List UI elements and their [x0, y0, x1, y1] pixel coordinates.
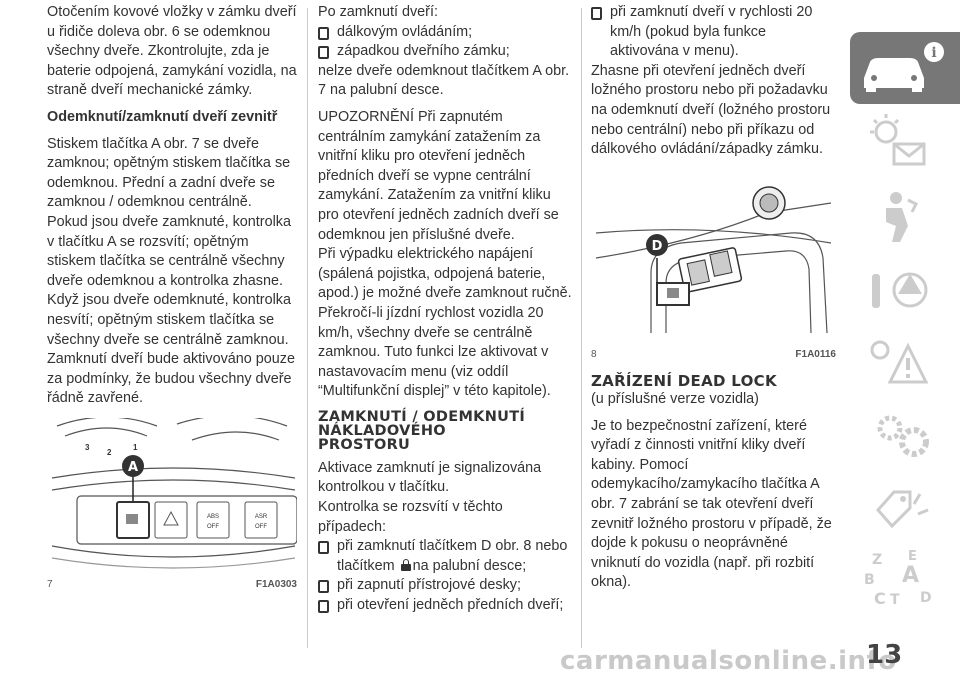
tab-emergency[interactable] [850, 326, 960, 398]
button-label: ASR [255, 514, 268, 520]
page-number: 13 [866, 640, 903, 670]
dashboard-illustration: 3 2 1 A ABS OFF ASR OFF [51, 418, 297, 569]
bullet-item: při zamknutí dveří v rychlosti 20 km/h (… [591, 3, 836, 62]
figure-number: 7 [47, 579, 53, 590]
warning-paragraph: UPOZORNĚNÍ Při zapnutém centrálním zamyk… [318, 108, 559, 243]
index-letter: B [864, 572, 875, 588]
tab-index[interactable]: Z E A B C T D [850, 542, 960, 614]
paragraph: Aktivace zamknutí je signalizována kontr… [318, 459, 542, 496]
tab-starting-driving[interactable] [850, 254, 960, 326]
lock-icon [400, 558, 411, 571]
bullet-box-icon [318, 46, 329, 60]
paragraph: Překročí-li jízdní rychlost vozidla 20 k… [318, 304, 551, 400]
technical-data-icon [876, 490, 929, 529]
bullet-text: při zamknutí dveří v rychlosti 20 km/h (… [610, 4, 813, 60]
button-label: OFF [207, 524, 219, 530]
heading-line: PROSTORU [318, 436, 411, 453]
paragraph: Pokud jsou dveře zamknuté, kontrolka v t… [47, 213, 291, 289]
knob-number: 3 [85, 443, 90, 452]
bullet-text: při zamknutí tlačítkem D obr. 8 nebo tla… [337, 538, 568, 574]
section-heading: ZAMKNUTÍ / ODEMKNUTÍ NÁKLADOVÉHO PROSTOR… [318, 408, 573, 453]
heading-subnote: (u příslušné verze vozidla) [591, 391, 759, 407]
button-label: OFF [255, 524, 267, 530]
bullet-box-icon [318, 580, 329, 594]
bullet-item: při otevření jedněch předních dveří; [318, 596, 573, 616]
watermark: carmanualsonline.info [560, 646, 897, 676]
figure-code: F1A0303 [255, 579, 297, 590]
subheading: Odemknutí/zamknutí dveří zevnitř [47, 108, 278, 125]
figure-7: 3 2 1 A ABS OFF ASR OFF 7 F1A0303 [47, 418, 297, 593]
figure-number: 8 [591, 349, 597, 360]
door-panel-illustration: D [595, 186, 832, 334]
index-letter: T [890, 592, 900, 608]
bullet-text: při zapnutí přístrojové desky; [337, 577, 521, 594]
tab-warning-lights[interactable] [850, 108, 960, 180]
paragraph: Zamknutí dveří bude aktivováno pouze za … [47, 351, 295, 407]
bullet-item: při zapnutí přístrojové desky; [318, 576, 573, 596]
bullet-text: na palubní desce; [412, 557, 527, 574]
column-right: při zamknutí dveří v rychlosti 20 km/h (… [591, 3, 836, 160]
paragraph: Při výpadku elektrického napájení (spále… [318, 246, 572, 302]
column-left: Otočením kovové vložky v zámku dveří u ř… [47, 3, 297, 409]
column-right-lower: ZAŘÍZENÍ DEAD LOCK (u příslušné verze vo… [591, 374, 836, 593]
bullet-text: západkou dveřního zámku; [337, 43, 510, 60]
column-divider [581, 8, 582, 648]
paragraph: Otočením kovové vložky v zámku dveří u ř… [47, 4, 297, 99]
bullet-item: při zamknutí tlačítkem D obr. 8 nebo tla… [318, 537, 573, 576]
index-letter: Z [872, 552, 882, 568]
bullet-box-icon [318, 541, 329, 555]
paragraph: Stiskem tlačítka A obr. 7 se dveře zamkn… [47, 135, 291, 211]
bullet-box-icon [318, 600, 329, 614]
knob-number: 1 [133, 443, 138, 452]
index-letter: A [902, 563, 919, 588]
starting-driving-icon [872, 272, 928, 308]
column-middle: Po zamknutí dveří: dálkovým ovládáním; z… [318, 3, 573, 616]
section-heading: ZAŘÍZENÍ DEAD LOCK [591, 372, 777, 390]
bullet-item: západkou dveřního zámku; [318, 42, 573, 62]
column-divider [307, 8, 308, 648]
figure-caption: 8 F1A0116 [591, 349, 836, 360]
tab-technical-data[interactable] [850, 470, 960, 542]
index-icon: Z E A B C T D [864, 549, 932, 608]
svg-text:i: i [931, 45, 936, 61]
warning-lights-icon [870, 114, 926, 166]
maintenance-icon [877, 415, 929, 457]
tab-safety[interactable] [850, 182, 960, 254]
tab-car-info[interactable]: i [850, 32, 960, 104]
airbag-safety-icon [886, 192, 919, 242]
figure-code: F1A0116 [795, 349, 836, 360]
heading-line: ZAMKNUTÍ / ODEMKNUTÍ [318, 408, 526, 425]
figure-8: D 8 F1A0116 [591, 183, 836, 361]
figure-caption: 7 F1A0303 [47, 579, 297, 590]
car-info-icon: i [864, 42, 944, 92]
button-label: ABS [207, 514, 219, 520]
paragraph: Po zamknutí dveří: [318, 4, 438, 20]
paragraph: Je to bezpečnostní zařízení, které vyřad… [591, 417, 832, 591]
index-letter: E [908, 549, 917, 564]
bullet-text: dálkovým ovládáním; [337, 23, 473, 40]
bullet-text: při otevření jedněch předních dveří; [337, 597, 564, 614]
emergency-icon [870, 340, 929, 384]
paragraph: Kontrolka se rozsvítí v těchto případech… [318, 499, 503, 535]
tab-maintenance[interactable] [850, 398, 960, 470]
marker-label: D [652, 239, 663, 254]
heading-line: NÁKLADOVÉHO [318, 422, 446, 439]
bullet-item: dálkovým ovládáním; [318, 23, 573, 43]
index-letter: C [874, 589, 886, 608]
bullet-box-icon [591, 7, 602, 20]
paragraph: Zhasne při otevření jedněch dveří ložnéh… [591, 62, 831, 158]
index-letter: D [920, 590, 932, 606]
knob-number: 2 [107, 448, 112, 457]
bullet-box-icon [318, 26, 329, 40]
paragraph: nelze dveře odemknout tlačítkem A obr. 7… [318, 62, 570, 99]
paragraph: Když jsou dveře odemknuté, kontrolka nes… [47, 292, 291, 348]
marker-label: A [128, 460, 138, 475]
